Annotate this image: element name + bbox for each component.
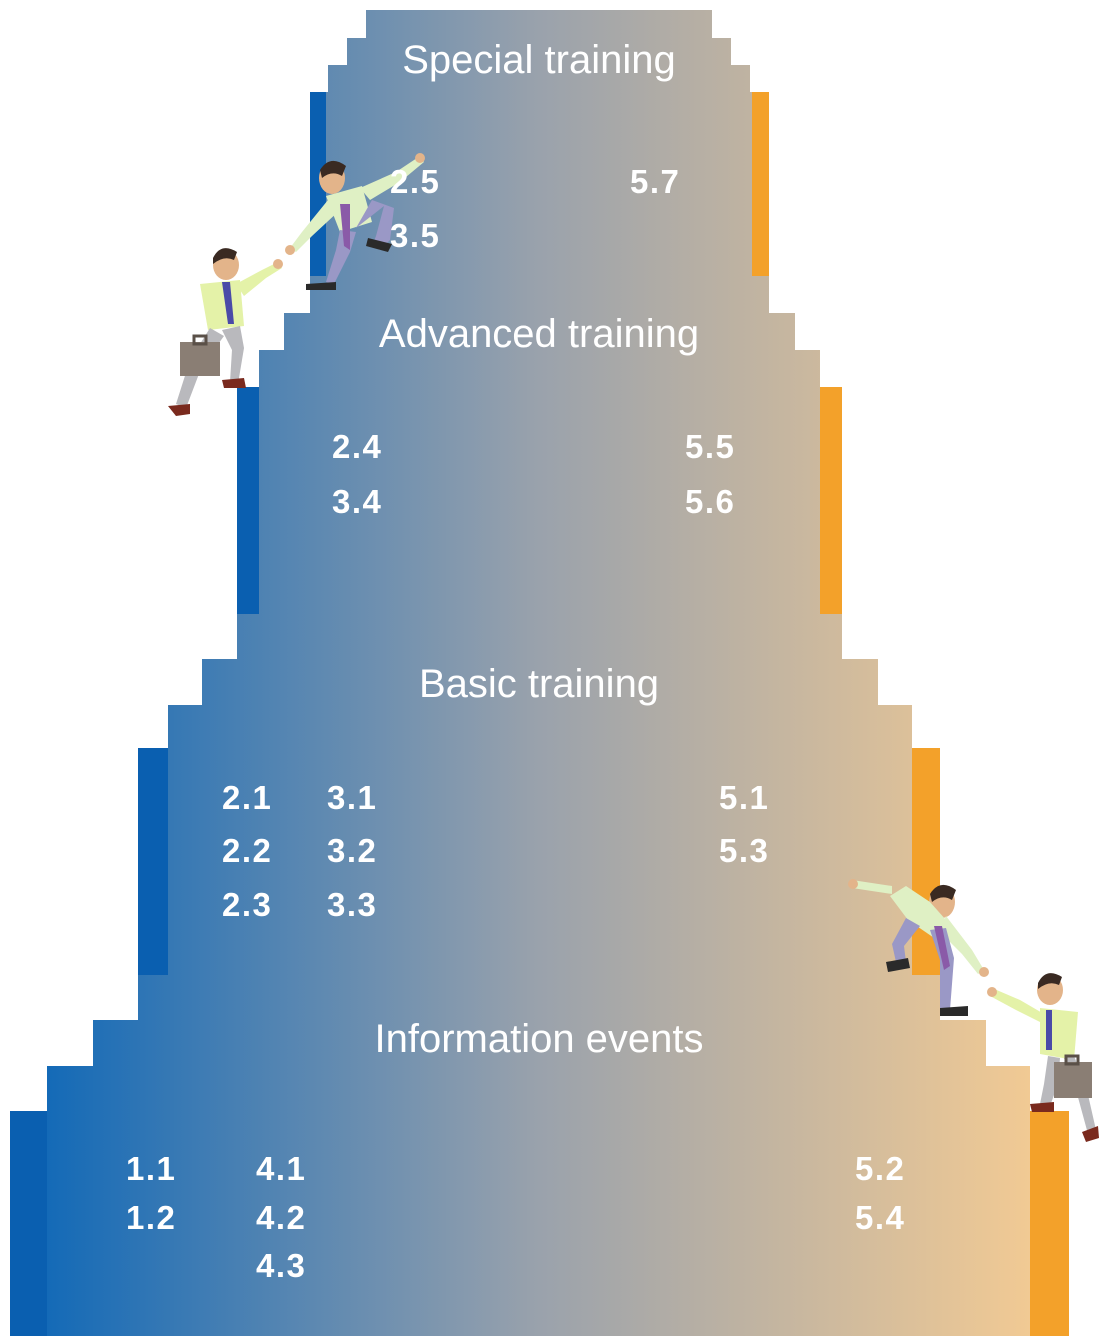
tier-advanced-training: [237, 276, 842, 614]
tier-title-special-training: Special training: [402, 38, 676, 82]
code-advanced-2-4: 2.4: [332, 428, 383, 465]
code-special-2-5: 2.5: [390, 163, 441, 200]
code-basic-3-2: 3.2: [327, 832, 378, 869]
tier-title-information-events: Information events: [374, 1017, 704, 1061]
tier-information-events: [10, 975, 1069, 1336]
code-basic-2-1: 2.1: [222, 779, 273, 816]
code-advanced-5-6: 5.6: [685, 483, 736, 520]
code-special-5-7: 5.7: [630, 163, 681, 200]
code-info-4-3: 4.3: [256, 1247, 307, 1284]
businessmen-climbing-upper-icon: [168, 153, 425, 416]
code-basic-3-3: 3.3: [327, 886, 378, 923]
code-info-4-2: 4.2: [256, 1199, 307, 1236]
code-basic-2-3: 2.3: [222, 886, 273, 923]
businessmen-climbing-lower-icon: [848, 879, 1099, 1142]
code-info-5-4: 5.4: [855, 1199, 906, 1236]
code-info-4-1: 4.1: [256, 1150, 307, 1187]
code-advanced-3-4: 3.4: [332, 483, 383, 520]
code-advanced-5-5: 5.5: [685, 428, 736, 465]
code-info-1-2: 1.2: [126, 1199, 177, 1236]
code-basic-5-1: 5.1: [719, 779, 770, 816]
code-info-5-2: 5.2: [855, 1150, 906, 1187]
code-basic-5-3: 5.3: [719, 832, 770, 869]
tier-title-advanced-training: Advanced training: [378, 312, 700, 356]
code-basic-3-1: 3.1: [327, 779, 378, 816]
code-basic-2-2: 2.2: [222, 832, 273, 869]
code-info-1-1: 1.1: [126, 1150, 177, 1187]
tier-special-training: [310, 10, 769, 276]
tier-title-basic-training: Basic training: [418, 662, 660, 706]
code-special-3-5: 3.5: [390, 217, 441, 254]
